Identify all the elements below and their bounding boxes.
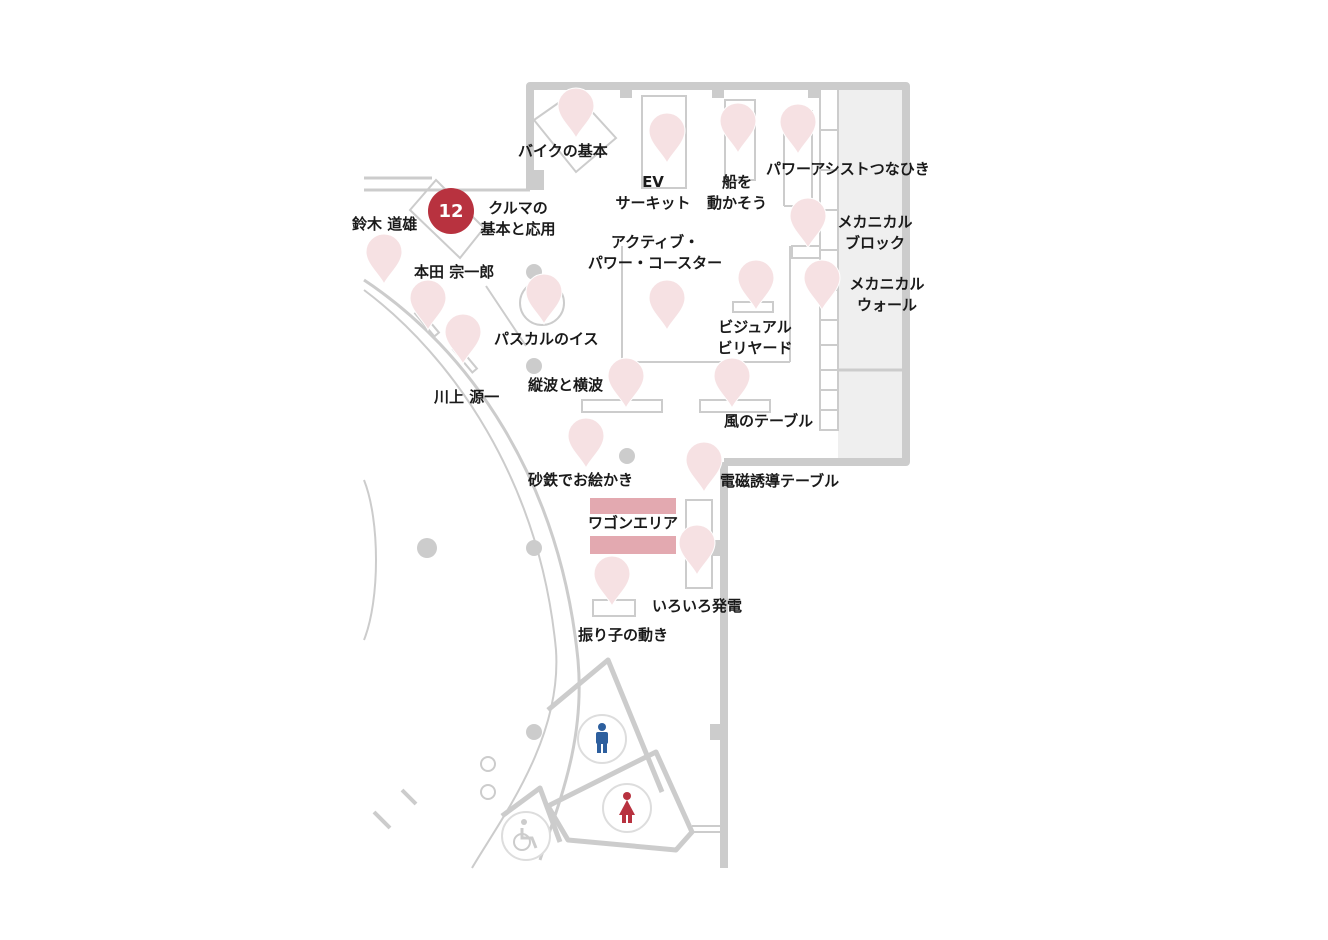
label-pendulum[interactable]: 振り子の動き — [578, 626, 669, 644]
label-wind-table[interactable]: 風のテーブル — [724, 412, 814, 430]
label-wagon-area[interactable]: ワゴンエリア — [588, 514, 679, 532]
restroom-area — [500, 657, 695, 853]
right-room — [819, 83, 906, 464]
label-waves[interactable]: 縦波と横波 — [528, 376, 604, 394]
label-mechanical-block[interactable]: メカニカルブロック — [837, 213, 913, 252]
partitions — [408, 90, 821, 617]
male-restroom-icon — [577, 714, 627, 764]
label-generation[interactable]: いろいろ発電 — [652, 597, 743, 615]
label-car[interactable]: クルマの基本と応用 — [480, 199, 556, 238]
hall-arcs — [363, 278, 581, 869]
label-suzuki[interactable]: 鈴木 道雄 — [352, 215, 418, 233]
label-active-power-coaster[interactable]: アクティブ・パワー・コースター — [587, 233, 723, 272]
wheelchair-icon — [501, 811, 551, 861]
label-visual-billiard[interactable]: ビジュアルビリヤード — [717, 318, 793, 357]
label-honda[interactable]: 本田 宗一郎 — [414, 263, 495, 281]
label-electromagnetic[interactable]: 電磁誘導テーブル — [720, 472, 840, 490]
label-iron-sand[interactable]: 砂鉄でお絵かき — [528, 471, 634, 489]
label-ship[interactable]: 船を動かそう — [706, 173, 767, 212]
label-kawakami[interactable]: 川上 源一 — [434, 388, 500, 406]
label-bike[interactable]: バイクの基本 — [518, 142, 608, 160]
wagon-area — [590, 498, 676, 554]
label-mechanical-wall[interactable]: メカニカルウォール — [849, 275, 925, 314]
label-pascal[interactable]: パスカルのイス — [494, 330, 599, 348]
active-exhibit-marker[interactable]: 12 — [428, 188, 474, 234]
female-restroom-icon — [602, 783, 652, 833]
label-power-assist[interactable]: パワーアシストつなひき — [766, 160, 930, 178]
